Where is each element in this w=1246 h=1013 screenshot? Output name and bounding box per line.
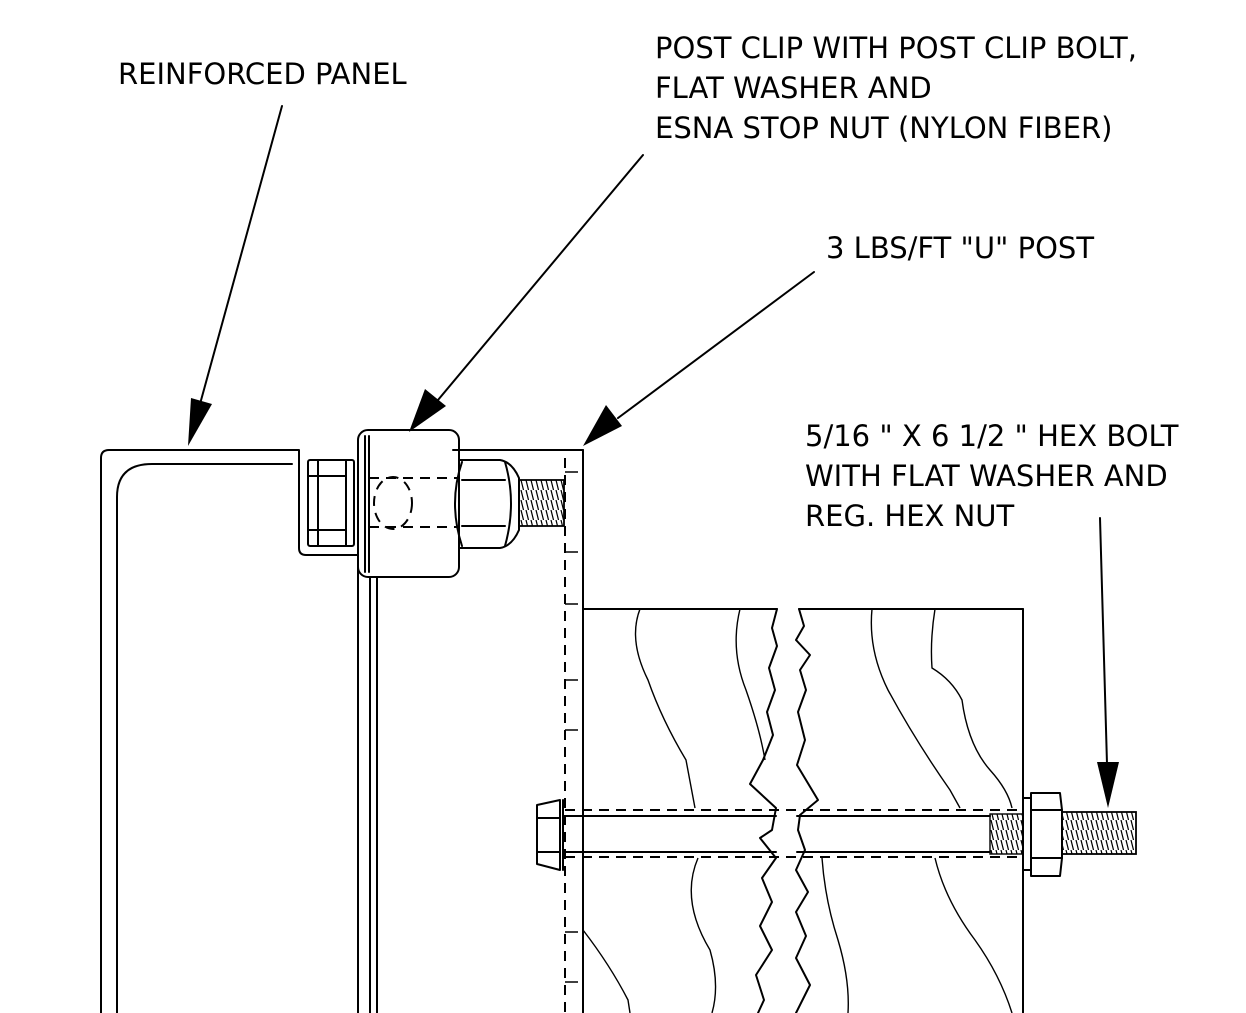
hex-bolt	[536, 792, 1137, 877]
label-post-clip-line-3: ESNA STOP NUT (NYLON FIBER)	[655, 111, 1113, 145]
leader-u-post	[583, 271, 815, 446]
label-post-clip-line-2: FLAT WASHER AND	[655, 71, 932, 105]
leader-hex-bolt	[1097, 517, 1119, 808]
leader-reinforced-panel	[188, 105, 283, 446]
post-clip	[307, 429, 565, 578]
reinforced-panel	[100, 449, 378, 1013]
u-post	[452, 449, 584, 1013]
label-hex-bolt-line-3: REG. HEX NUT	[805, 499, 1015, 533]
label-u-post: 3 LBS/FT "U" POST	[826, 231, 1095, 265]
label-hex-bolt-line-2: WITH FLAT WASHER AND	[805, 459, 1168, 493]
label-post-clip-line-1: POST CLIP WITH POST CLIP BOLT,	[655, 31, 1137, 65]
leader-post-clip	[409, 154, 644, 432]
label-reinforced-panel: REINFORCED PANEL	[118, 57, 407, 91]
label-hex-bolt-line-1: 5/16 " X 6 1/2 " HEX BOLT	[805, 419, 1179, 453]
